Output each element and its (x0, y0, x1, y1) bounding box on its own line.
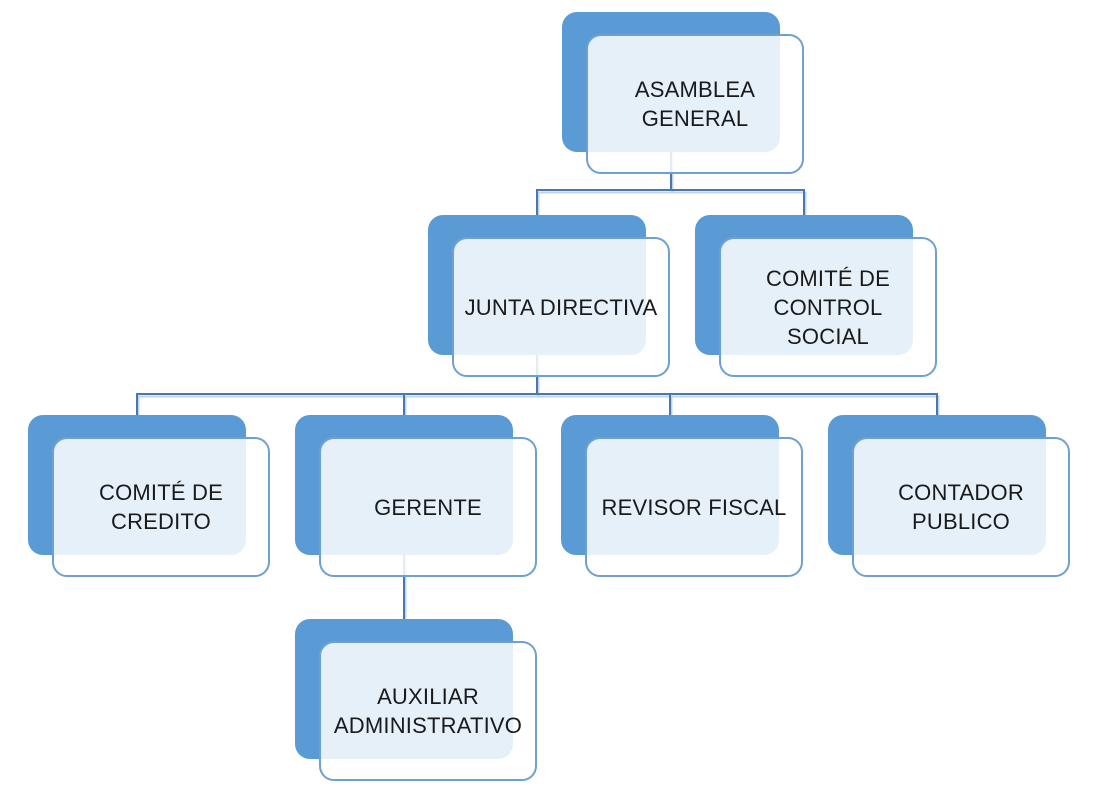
node-label: REVISOR FISCAL (601, 494, 787, 520)
node-front-shape: AUXILIAR ADMINISTRATIVO (319, 641, 537, 781)
node-label: CONTADOR PUBLICO (898, 480, 1024, 534)
org-node-comite-de-control-social: COMITÉ DE CONTROL SOCIAL (695, 215, 937, 377)
node-front-shape: CONTADOR PUBLICO (852, 437, 1070, 577)
connector-rail-level2 (536, 189, 805, 220)
org-node-junta-directiva: JUNTA DIRECTIVA (428, 215, 670, 377)
org-node-asamblea-general: ASAMBLEA GENERAL (562, 12, 804, 174)
org-node-comite-de-credito: COMITÉ DE CREDITO (28, 415, 270, 577)
node-label: AUXILIAR ADMINISTRATIVO (333, 684, 523, 738)
node-front-shape: COMITÉ DE CREDITO (52, 437, 270, 577)
node-label: ASAMBLEA GENERAL (634, 77, 756, 131)
node-front-shape: REVISOR FISCAL (585, 437, 803, 577)
node-label: JUNTA DIRECTIVA (464, 294, 658, 320)
node-front-shape: COMITÉ DE CONTROL SOCIAL (719, 237, 937, 377)
node-front-shape: ASAMBLEA GENERAL (586, 34, 804, 174)
node-front-shape: JUNTA DIRECTIVA (452, 237, 670, 377)
node-label: COMITÉ DE CONTROL SOCIAL (765, 265, 891, 349)
org-node-gerente: GERENTE (295, 415, 537, 577)
org-node-auxiliar-administrativo: AUXILIAR ADMINISTRATIVO (295, 619, 537, 781)
node-label: GERENTE (374, 494, 482, 520)
node-front-shape: GERENTE (319, 437, 537, 577)
org-node-revisor-fiscal: REVISOR FISCAL (561, 415, 803, 577)
org-node-contador-publico: CONTADOR PUBLICO (828, 415, 1070, 577)
node-label: COMITÉ DE CREDITO (98, 480, 224, 534)
connector-rail-level3 (136, 393, 938, 420)
